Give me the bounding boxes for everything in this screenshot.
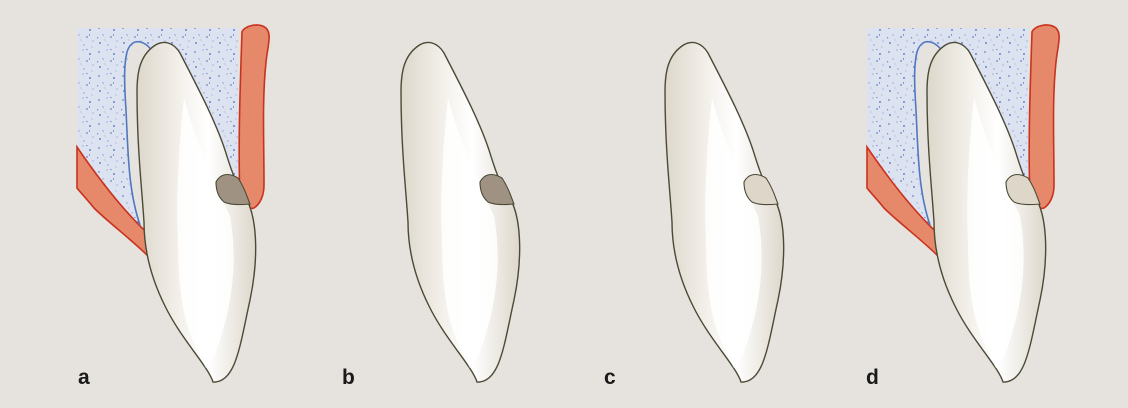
panel-label-a: a: [78, 367, 90, 388]
panel-label-d: d: [866, 367, 879, 388]
panel-label-c: c: [604, 367, 616, 388]
panel-label-b: b: [342, 367, 355, 388]
